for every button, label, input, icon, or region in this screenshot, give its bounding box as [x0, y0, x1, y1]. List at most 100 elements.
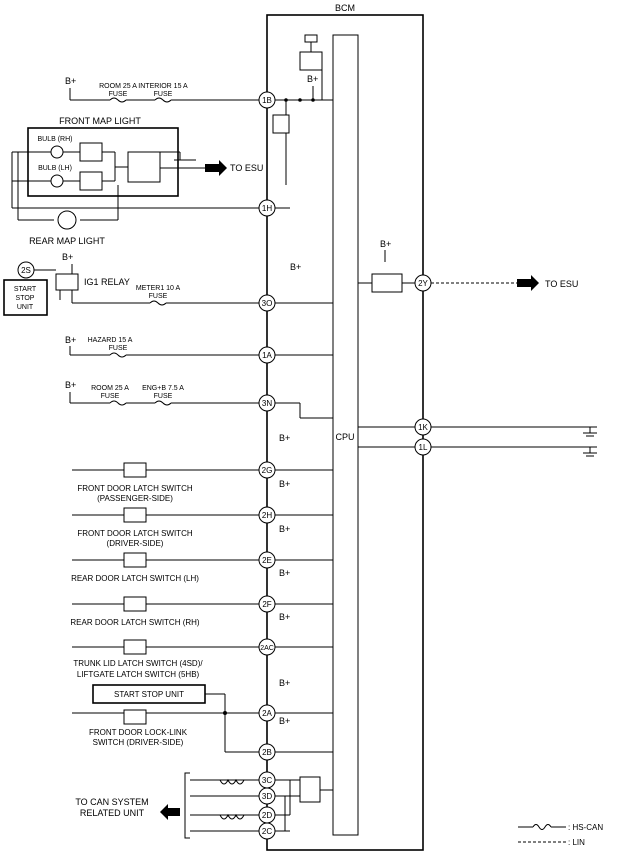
- fuse-hazard15-label: HAZARD 15 A: [88, 337, 133, 344]
- fuse-room25b-label: ROOM 25 A: [91, 385, 129, 392]
- pin-1A-label: 1A: [262, 351, 272, 360]
- switch-rear-rh-icon: [123, 596, 147, 612]
- bulb-rh-switch: [79, 142, 103, 162]
- start-stop-unit-label: START STOP UNIT: [114, 690, 184, 699]
- pin-2A-label: 2A: [262, 709, 272, 718]
- ground-icon-1l: [583, 447, 597, 457]
- legend-hs-can-label: : HS-CAN: [568, 823, 603, 832]
- b-plus-2ac: B+: [279, 612, 290, 622]
- legend-hs-can-icon: [532, 824, 552, 830]
- b-plus-2h: B+: [279, 479, 290, 489]
- ig1-relay-label: IG1 RELAY: [84, 277, 130, 287]
- b-plus-2g: B+: [279, 433, 290, 443]
- fuse-room25-label: ROOM 25 A: [99, 83, 137, 90]
- cpu-label: CPU: [335, 432, 354, 442]
- switch-rear-rh-label: REAR DOOR LATCH SWITCH (RH): [70, 618, 200, 627]
- pin-2F-label: 2F: [262, 600, 271, 609]
- b-plus-2f: B+: [279, 568, 290, 578]
- switch-front-driver-icon: [123, 507, 147, 523]
- switch-lock-link-icon: [123, 709, 147, 725]
- legend-lin-label: : LIN: [568, 838, 585, 847]
- pin-2G-label: 2G: [262, 466, 273, 475]
- to-esu-label-left: TO ESU: [230, 163, 263, 173]
- pin-3O-label: 3O: [262, 299, 273, 308]
- can-label-l1: TO CAN SYSTEM: [75, 797, 148, 807]
- pin-2C-label: 2C: [262, 827, 272, 836]
- map-light-control: [127, 151, 161, 183]
- rear-map-light-label: REAR MAP LIGHT: [29, 236, 105, 246]
- rear-map-light-icon: [57, 210, 77, 230]
- fuse-room25b-word: FUSE: [101, 393, 120, 400]
- bulb-lh-label: BULB (LH): [38, 165, 72, 172]
- fuse-hazard15-word: FUSE: [109, 345, 128, 352]
- pin-2Y-label: 2Y: [418, 279, 428, 288]
- bcm-relay-block: [272, 114, 290, 134]
- pin-1L-label: 1L: [419, 443, 428, 452]
- fuse-interior15-word: FUSE: [154, 91, 173, 98]
- start-stop-unit-left-l1: START: [14, 286, 37, 293]
- pin-3D-label: 3D: [262, 792, 272, 801]
- b-plus-top: B+: [65, 76, 76, 86]
- pin-2S-label: 2S: [21, 266, 31, 275]
- start-stop-unit-left-l3: UNIT: [17, 304, 34, 311]
- switch-front-passenger-icon: [123, 462, 147, 478]
- to-esu-label-right: TO ESU: [545, 279, 578, 289]
- pin-2E-label: 2E: [262, 556, 272, 565]
- b-plus-ig1: B+: [62, 252, 73, 262]
- switch-trunk-l1: TRUNK LID LATCH SWITCH (4SD)/: [73, 659, 203, 668]
- pin-3C-label: 3C: [262, 776, 272, 785]
- switch-front-passenger-l2: (PASSENGER-SIDE): [97, 494, 173, 503]
- ig1-relay-box: [55, 273, 79, 291]
- pin-2D-label: 2D: [262, 811, 272, 820]
- front-map-light-title: FRONT MAP LIGHT: [59, 116, 141, 126]
- switch-lock-link-l1: FRONT DOOR LOCK-LINK: [89, 728, 188, 737]
- to-esu-arrow-right: [517, 275, 539, 291]
- pin-2H-label: 2H: [262, 511, 272, 520]
- pin-3N-label: 3N: [262, 399, 272, 408]
- start-stop-unit-left-l2: STOP: [16, 295, 35, 302]
- fuse-meter1-word: FUSE: [149, 293, 168, 300]
- fuse-engb-label: ENG+B 7.5 A: [142, 385, 184, 392]
- cpu-block: [332, 34, 359, 836]
- b-plus-2e: B+: [279, 524, 290, 534]
- b-plus-2b: B+: [279, 716, 290, 726]
- switch-front-driver-l2: (DRIVER-SIDE): [107, 539, 164, 548]
- bcm-power-block: [299, 51, 323, 71]
- pin-2B-label: 2B: [262, 748, 272, 757]
- bcm-ground-symbol: [304, 34, 318, 43]
- start-stop-unit-left-box: [3, 279, 48, 316]
- lin-driver-block: [371, 273, 403, 293]
- b-plus-2a: B+: [279, 678, 290, 688]
- b-plus-3o: B+: [290, 262, 301, 272]
- pin-1B-label: 1B: [262, 96, 272, 105]
- fuse-meter1-label: METER1 10 A: [136, 285, 181, 292]
- fuse-engb-word: FUSE: [154, 393, 173, 400]
- can-arrow-icon: [160, 804, 180, 820]
- switch-rear-lh-icon: [123, 552, 147, 568]
- can-bracket: [184, 772, 190, 839]
- can-label-l2: RELATED UNIT: [80, 808, 145, 818]
- switch-lock-link-l2: SWITCH (DRIVER-SIDE): [93, 738, 184, 747]
- to-esu-arrow-left: [205, 160, 227, 176]
- switch-trunk-icon: [123, 639, 147, 655]
- bcm-supply-label: B+: [307, 74, 318, 84]
- bulb-rh-label: BULB (RH): [37, 136, 72, 143]
- pin-1H-label: 1H: [262, 204, 272, 213]
- fuse-room25-word: FUSE: [109, 91, 128, 98]
- switch-rear-lh-label: REAR DOOR LATCH SWITCH (LH): [71, 574, 199, 583]
- bulb-rh-icon: [50, 145, 64, 159]
- b-plus-2y: B+: [380, 239, 391, 249]
- pin-2AC-label: 2AC: [260, 645, 274, 652]
- twist-pair-bottom: [219, 813, 245, 820]
- switch-front-passenger-l1: FRONT DOOR LATCH SWITCH: [77, 484, 192, 493]
- switch-trunk-l2: LIFTGATE LATCH SWITCH (5HB): [77, 670, 200, 679]
- switch-front-driver-l1: FRONT DOOR LATCH SWITCH: [77, 529, 192, 538]
- b-plus-hazard: B+: [65, 335, 76, 345]
- b-plus-3n: B+: [65, 380, 76, 390]
- ground-icon-1k: [583, 427, 597, 437]
- bulb-lh-icon: [50, 174, 64, 188]
- pin-1K-label: 1K: [418, 423, 428, 432]
- bulb-lh-switch: [79, 171, 103, 191]
- can-transceiver: [299, 776, 321, 803]
